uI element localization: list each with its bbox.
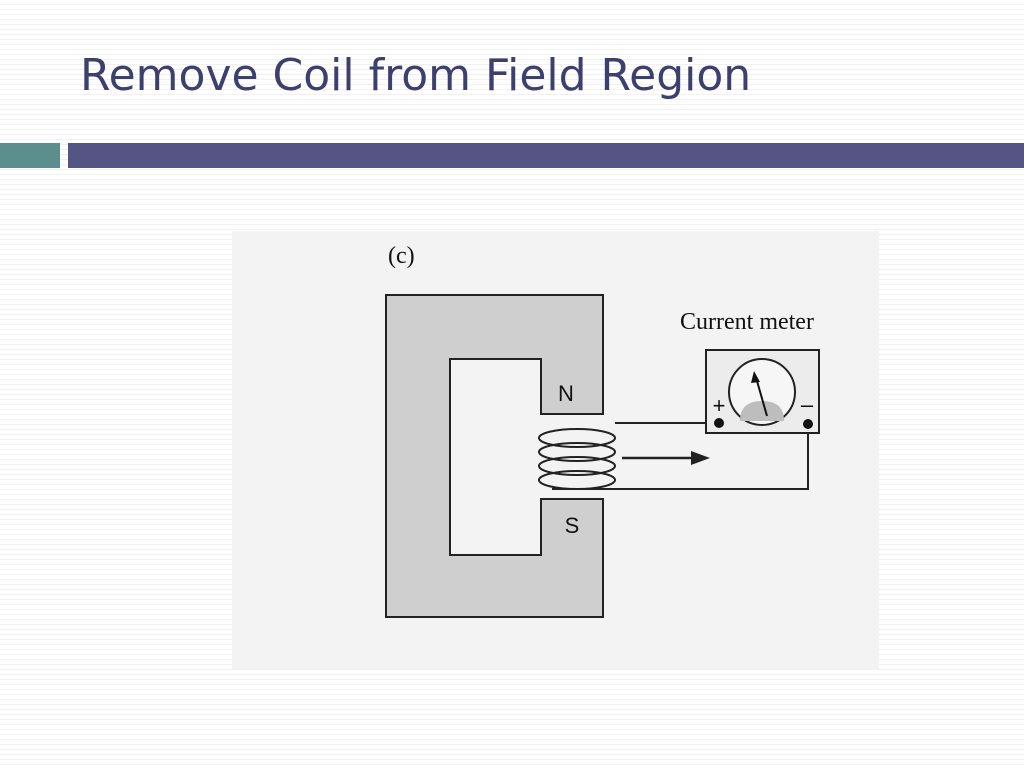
figure-panel-label: (c) xyxy=(388,243,415,269)
north-pole-label: N xyxy=(558,381,574,406)
coil xyxy=(538,428,616,490)
positive-terminal xyxy=(714,418,724,428)
wire-negative xyxy=(552,424,809,490)
diagram-figure: (c) N S Current meter xyxy=(232,231,879,669)
title-accent-bar-left xyxy=(0,143,60,168)
title-accent-bar-main xyxy=(68,143,1024,168)
south-pole-label: S xyxy=(565,513,580,538)
current-meter-dial xyxy=(728,358,796,426)
c-magnet xyxy=(385,294,604,618)
current-meter-label: Current meter xyxy=(680,309,814,335)
positive-sign: + xyxy=(713,393,726,418)
slide-title: Remove Coil from Field Region xyxy=(80,50,752,101)
diagram-svg: (c) N S Current meter xyxy=(385,243,820,618)
motion-arrow xyxy=(622,451,710,465)
negative-sign: – xyxy=(801,392,814,417)
negative-terminal xyxy=(803,419,813,429)
